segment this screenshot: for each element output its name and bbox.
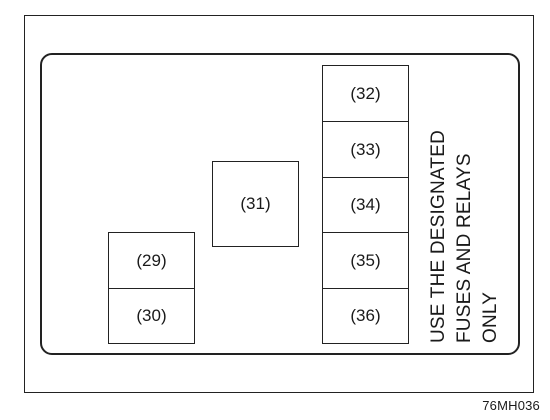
usage-note-line: ONLY (480, 291, 501, 343)
figure-frame (24, 15, 534, 393)
fuse-slot-29: (29) (108, 232, 195, 289)
fuse-slot-32: (32) (322, 65, 409, 122)
fuse-slot-30: (30) (108, 288, 195, 344)
fuse-slot-35: (35) (322, 232, 409, 289)
figure-code: 76MH036 (482, 398, 540, 413)
usage-note-line: USE THE DESIGNATED (428, 130, 449, 343)
usage-note-line: FUSES AND RELAYS (454, 153, 475, 343)
fuse-slot-34: (34) (322, 177, 409, 233)
fuse-slot-36: (36) (322, 288, 409, 344)
fuse-slot-33: (33) (322, 121, 409, 178)
fuse-box-panel (40, 53, 520, 355)
fuse-slot-31: (31) (212, 161, 299, 247)
usage-note: USE THE DESIGNATED FUSES AND RELAYS ONLY (426, 81, 504, 343)
